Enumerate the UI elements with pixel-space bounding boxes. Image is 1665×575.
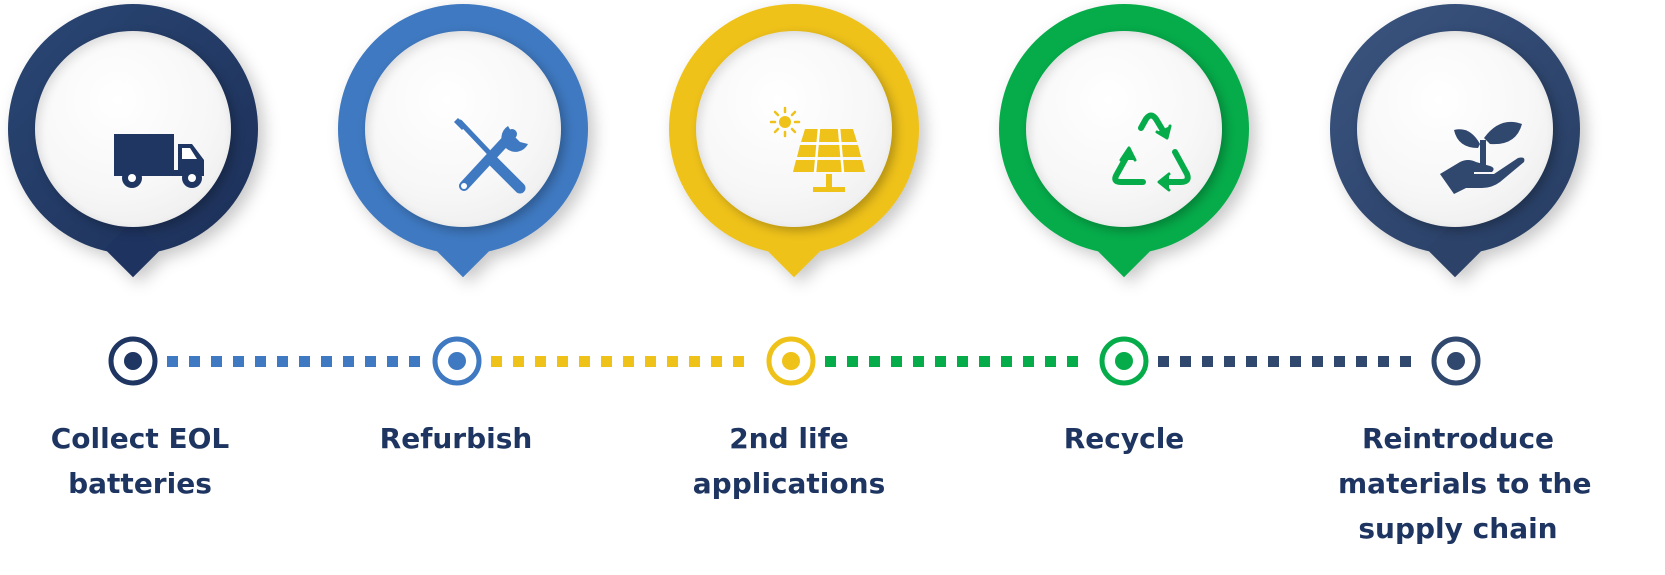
solar-panel-icon [769, 104, 873, 208]
step-label-collect: Collect EOL batteries [20, 416, 260, 506]
step-label-recycle: Recycle [1004, 416, 1244, 461]
connector-dot [891, 356, 902, 367]
node-dot [1447, 352, 1465, 370]
connector-dot [689, 356, 700, 367]
step-label-reintroduce: Reintroduce materials to the supply chai… [1338, 416, 1592, 551]
pin-inner-circle [1357, 31, 1553, 227]
connector-dot [1334, 356, 1345, 367]
connector-dot [1400, 356, 1411, 367]
connector-dot [825, 356, 836, 367]
connector-dot [979, 356, 990, 367]
timeline-connector [167, 356, 420, 367]
connector-dot [1180, 356, 1191, 367]
connector-dot [1356, 356, 1367, 367]
connector-dot [913, 356, 924, 367]
connector-dot [711, 356, 722, 367]
pin-inner-circle [1026, 31, 1222, 227]
recycle-icon [1099, 104, 1203, 208]
pin-inner-circle [696, 31, 892, 227]
timeline-node [1099, 336, 1149, 386]
connector-dot [1045, 356, 1056, 367]
connector-dot [233, 356, 244, 367]
step-pin-refurbish [338, 4, 588, 280]
step-label-refurbish: Refurbish [336, 416, 576, 461]
step-pin-recycle [999, 4, 1249, 280]
node-dot [782, 352, 800, 370]
connector-dot [1268, 356, 1279, 367]
timeline-connector [491, 356, 744, 367]
step-label-second-life: 2nd life applications [669, 416, 909, 506]
connector-dot [667, 356, 678, 367]
connector-dot [189, 356, 200, 367]
connector-dot [1001, 356, 1012, 367]
step-pin-reintroduce [1330, 4, 1580, 280]
connector-dot [255, 356, 266, 367]
pin-inner-circle [35, 31, 231, 227]
connector-dot [645, 356, 656, 367]
connector-dot [513, 356, 524, 367]
connector-dot [277, 356, 288, 367]
connector-dot [1378, 356, 1389, 367]
connector-dot [1158, 356, 1169, 367]
node-dot [1115, 352, 1133, 370]
timeline-node [1431, 336, 1481, 386]
label-line: Reintroduce [1361, 422, 1555, 455]
connector-dot [557, 356, 568, 367]
connector-dot [847, 356, 858, 367]
connector-dot [1202, 356, 1213, 367]
label-line: Collect EOL [50, 422, 230, 455]
connector-dot [365, 356, 376, 367]
pin-inner-circle [365, 31, 561, 227]
connector-dot [935, 356, 946, 367]
connector-dot [387, 356, 398, 367]
connector-dot [1290, 356, 1301, 367]
timeline-node [108, 336, 158, 386]
connector-dot [869, 356, 880, 367]
connector-dot [733, 356, 744, 367]
plant-in-hand-icon [1430, 104, 1534, 208]
label-line: applications [692, 467, 886, 500]
label-line: Recycle [1063, 422, 1185, 455]
node-dot [448, 352, 466, 370]
connector-dot [343, 356, 354, 367]
connector-dot [579, 356, 590, 367]
step-pin-collect [8, 4, 258, 280]
connector-dot [409, 356, 420, 367]
connector-dot [957, 356, 968, 367]
connector-dot [211, 356, 222, 367]
truck-icon [108, 104, 212, 208]
connector-dot [535, 356, 546, 367]
timeline-connector [825, 356, 1078, 367]
label-line: supply chain [1358, 512, 1558, 545]
connector-dot [167, 356, 178, 367]
connector-dot [1312, 356, 1323, 367]
connector-dot [1023, 356, 1034, 367]
connector-dot [623, 356, 634, 367]
timeline-node [432, 336, 482, 386]
connector-dot [1067, 356, 1078, 367]
timeline-node [766, 336, 816, 386]
connector-dot [321, 356, 332, 367]
step-pin-second-life [669, 4, 919, 280]
label-line: batteries [68, 467, 212, 500]
label-line: Refurbish [379, 422, 533, 455]
label-line: 2nd life [729, 422, 849, 455]
node-dot [124, 352, 142, 370]
tools-icon [438, 104, 542, 208]
connector-dot [491, 356, 502, 367]
connector-dot [601, 356, 612, 367]
connector-dot [1224, 356, 1235, 367]
timeline-connector [1158, 356, 1411, 367]
connector-dot [299, 356, 310, 367]
label-line: materials to the [1338, 467, 1592, 500]
connector-dot [1246, 356, 1257, 367]
